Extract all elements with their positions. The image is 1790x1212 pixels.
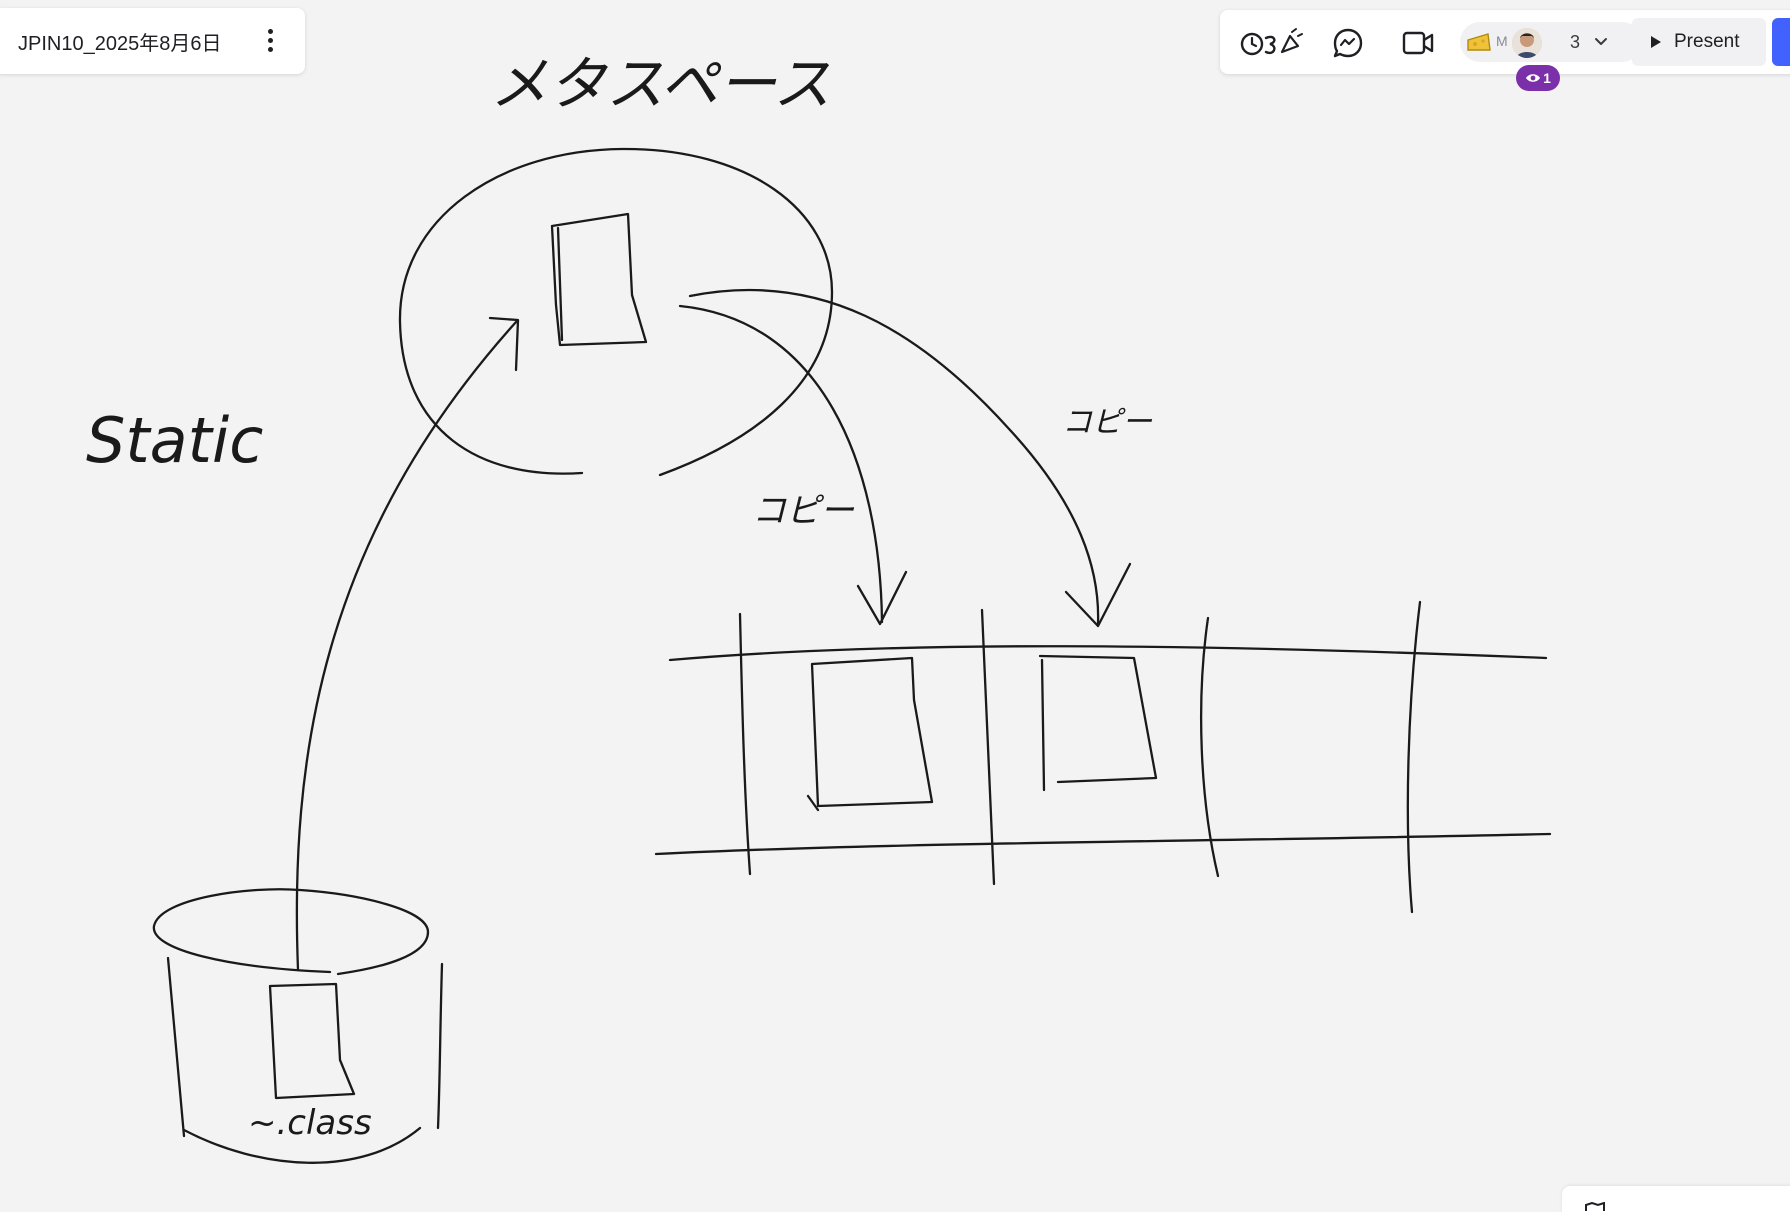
heap-divider-4 xyxy=(1406,600,1422,914)
metaspace-ellipse xyxy=(398,147,834,477)
copy-arrow-2-curve xyxy=(688,288,1100,626)
collaborator-count: 3 xyxy=(1570,32,1581,52)
share-button[interactable] xyxy=(1772,18,1790,66)
chat-bubble-icon[interactable] xyxy=(1331,26,1365,60)
heap-divider-2 xyxy=(980,608,996,886)
collaboration-toolbar: M 3 Present xyxy=(1220,10,1790,74)
metaspace-heading: メタスペース xyxy=(490,50,831,118)
board-title[interactable]: JPIN10_2025年8月6日 xyxy=(18,32,222,55)
cheese-reaction-icon xyxy=(1467,33,1491,51)
map-icon[interactable] xyxy=(1584,1202,1606,1212)
heap-divider-3 xyxy=(1200,616,1220,878)
heap-bottom-line xyxy=(654,832,1552,856)
bucket-class-box xyxy=(268,982,356,1100)
heap-object-1 xyxy=(806,656,934,812)
viewers-count: 1 xyxy=(1543,70,1551,86)
bucket-rim xyxy=(152,888,430,976)
heap-divider-1 xyxy=(738,612,752,876)
bucket-left-side xyxy=(166,956,186,1138)
bucket-bottom xyxy=(182,1126,422,1164)
heap-object-2 xyxy=(1038,654,1158,792)
static-label: Static xyxy=(86,404,263,477)
play-icon xyxy=(1651,36,1661,48)
bucket-right-side xyxy=(436,962,444,1130)
metaspace-object-box xyxy=(550,212,648,347)
copy-label-1: コピー xyxy=(752,491,855,531)
heap-top-line xyxy=(668,645,1548,662)
copy-arrow-1-head xyxy=(856,570,908,626)
board-title-panel: JPIN10_2025年8月6日 xyxy=(0,8,305,74)
more-vertical-icon[interactable] xyxy=(265,28,275,54)
chevron-down-icon xyxy=(1595,38,1607,45)
eye-icon xyxy=(1526,74,1541,82)
video-camera-icon[interactable] xyxy=(1401,26,1435,60)
class-file-label: ~.class xyxy=(248,1103,372,1143)
copy-label-2: コピー xyxy=(1062,405,1153,440)
viewers-badge[interactable]: 1 xyxy=(1516,65,1560,91)
present-label: Present xyxy=(1674,31,1740,52)
present-button[interactable]: Present xyxy=(1632,18,1766,66)
load-arrow-curve xyxy=(295,320,518,972)
load-arrow-head xyxy=(488,316,520,372)
collaborator-initial: M xyxy=(1496,33,1508,49)
reactions-timer-icon[interactable] xyxy=(1240,26,1304,60)
avatar xyxy=(1512,28,1542,58)
collaborators-menu[interactable]: M 3 xyxy=(1460,22,1642,62)
copy-arrow-2-head xyxy=(1064,562,1132,628)
copy-arrow-1-curve xyxy=(678,304,884,624)
bottom-toolbar-panel xyxy=(1562,1186,1790,1212)
